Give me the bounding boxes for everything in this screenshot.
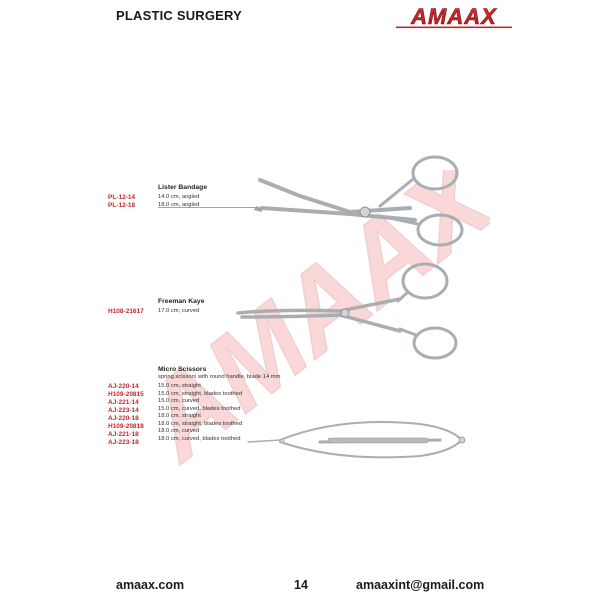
product-codes-lister: PL-12-14 PL-12-18 (108, 194, 135, 210)
page-number: 14 (294, 578, 308, 592)
product-subtitle-micro: spring scissors with round handle, blade… (158, 374, 281, 380)
watermark-logo: AMAAX (160, 170, 490, 470)
description-line: 15.0 cm, straight (158, 383, 201, 389)
product-code: AJ-223-14 (108, 407, 139, 414)
description-line: 15.0 cm, curved (158, 398, 200, 404)
product-descriptions-micro: 15.0 cm, straight 15.0 cm, straight, bla… (158, 383, 242, 443)
description-line: 15.0 cm, straight, blades toothed (158, 390, 243, 397)
product-code: AJ-221-14 (108, 399, 139, 406)
product-codes-freeman: H108-21617 (108, 308, 144, 316)
footer-website: amaax.com (116, 578, 185, 592)
description-line: 15.0 cm, curved, blades toothed (158, 405, 241, 412)
leader-line (158, 207, 258, 208)
freeman-kaye-scissors-illustration (236, 262, 458, 360)
product-code: AJ-223-18 (108, 439, 139, 446)
product-name-micro-scissors: Micro Scissors (158, 366, 207, 373)
product-descriptions-lister: 14.0 cm, angled 18.0 cm, angled (158, 194, 199, 209)
description-line: 18.0 cm, angled (158, 201, 200, 208)
product-name-freeman-kaye: Freeman Kaye (158, 298, 205, 305)
product-descriptions-freeman: 17.0 cm, curved (158, 308, 199, 316)
product-name-lister-bandage: Lister Bandage (158, 184, 208, 191)
description-line: 18.0 cm, curved (158, 428, 200, 434)
brand-logo-text: AMAAX (410, 4, 497, 29)
product-code: H109-20818 (108, 423, 144, 430)
description-line: 14.0 cm, angled (158, 194, 200, 200)
description-line: 18.0 cm, curved, blades toothed (158, 435, 241, 442)
description-line: 18.0 cm, straight (158, 413, 201, 419)
product-code: H108-21617 (108, 308, 144, 315)
footer-email: amaaxint@gmail.com (356, 578, 485, 592)
product-code: AJ-220-18 (108, 415, 139, 422)
product-code: AJ-221-18 (108, 431, 139, 438)
lister-bandage-scissors-illustration (254, 155, 464, 247)
section-title: PLASTIC SURGERY (116, 8, 243, 23)
product-code: PL-12-18 (108, 202, 136, 209)
product-code: PL-12-14 (108, 194, 136, 201)
brand-logo: AMAAX (396, 4, 512, 29)
description-line: 17.0 cm, curved (158, 308, 200, 314)
description-line: 18.0 cm, straight, blades toothed (158, 420, 243, 427)
product-codes-micro: AJ-220-14 H109-20815 AJ-221-14 AJ-223-14… (108, 383, 144, 447)
micro-scissors-illustration (247, 421, 466, 459)
product-code: H109-20815 (108, 391, 144, 398)
product-code: AJ-220-14 (108, 383, 139, 390)
